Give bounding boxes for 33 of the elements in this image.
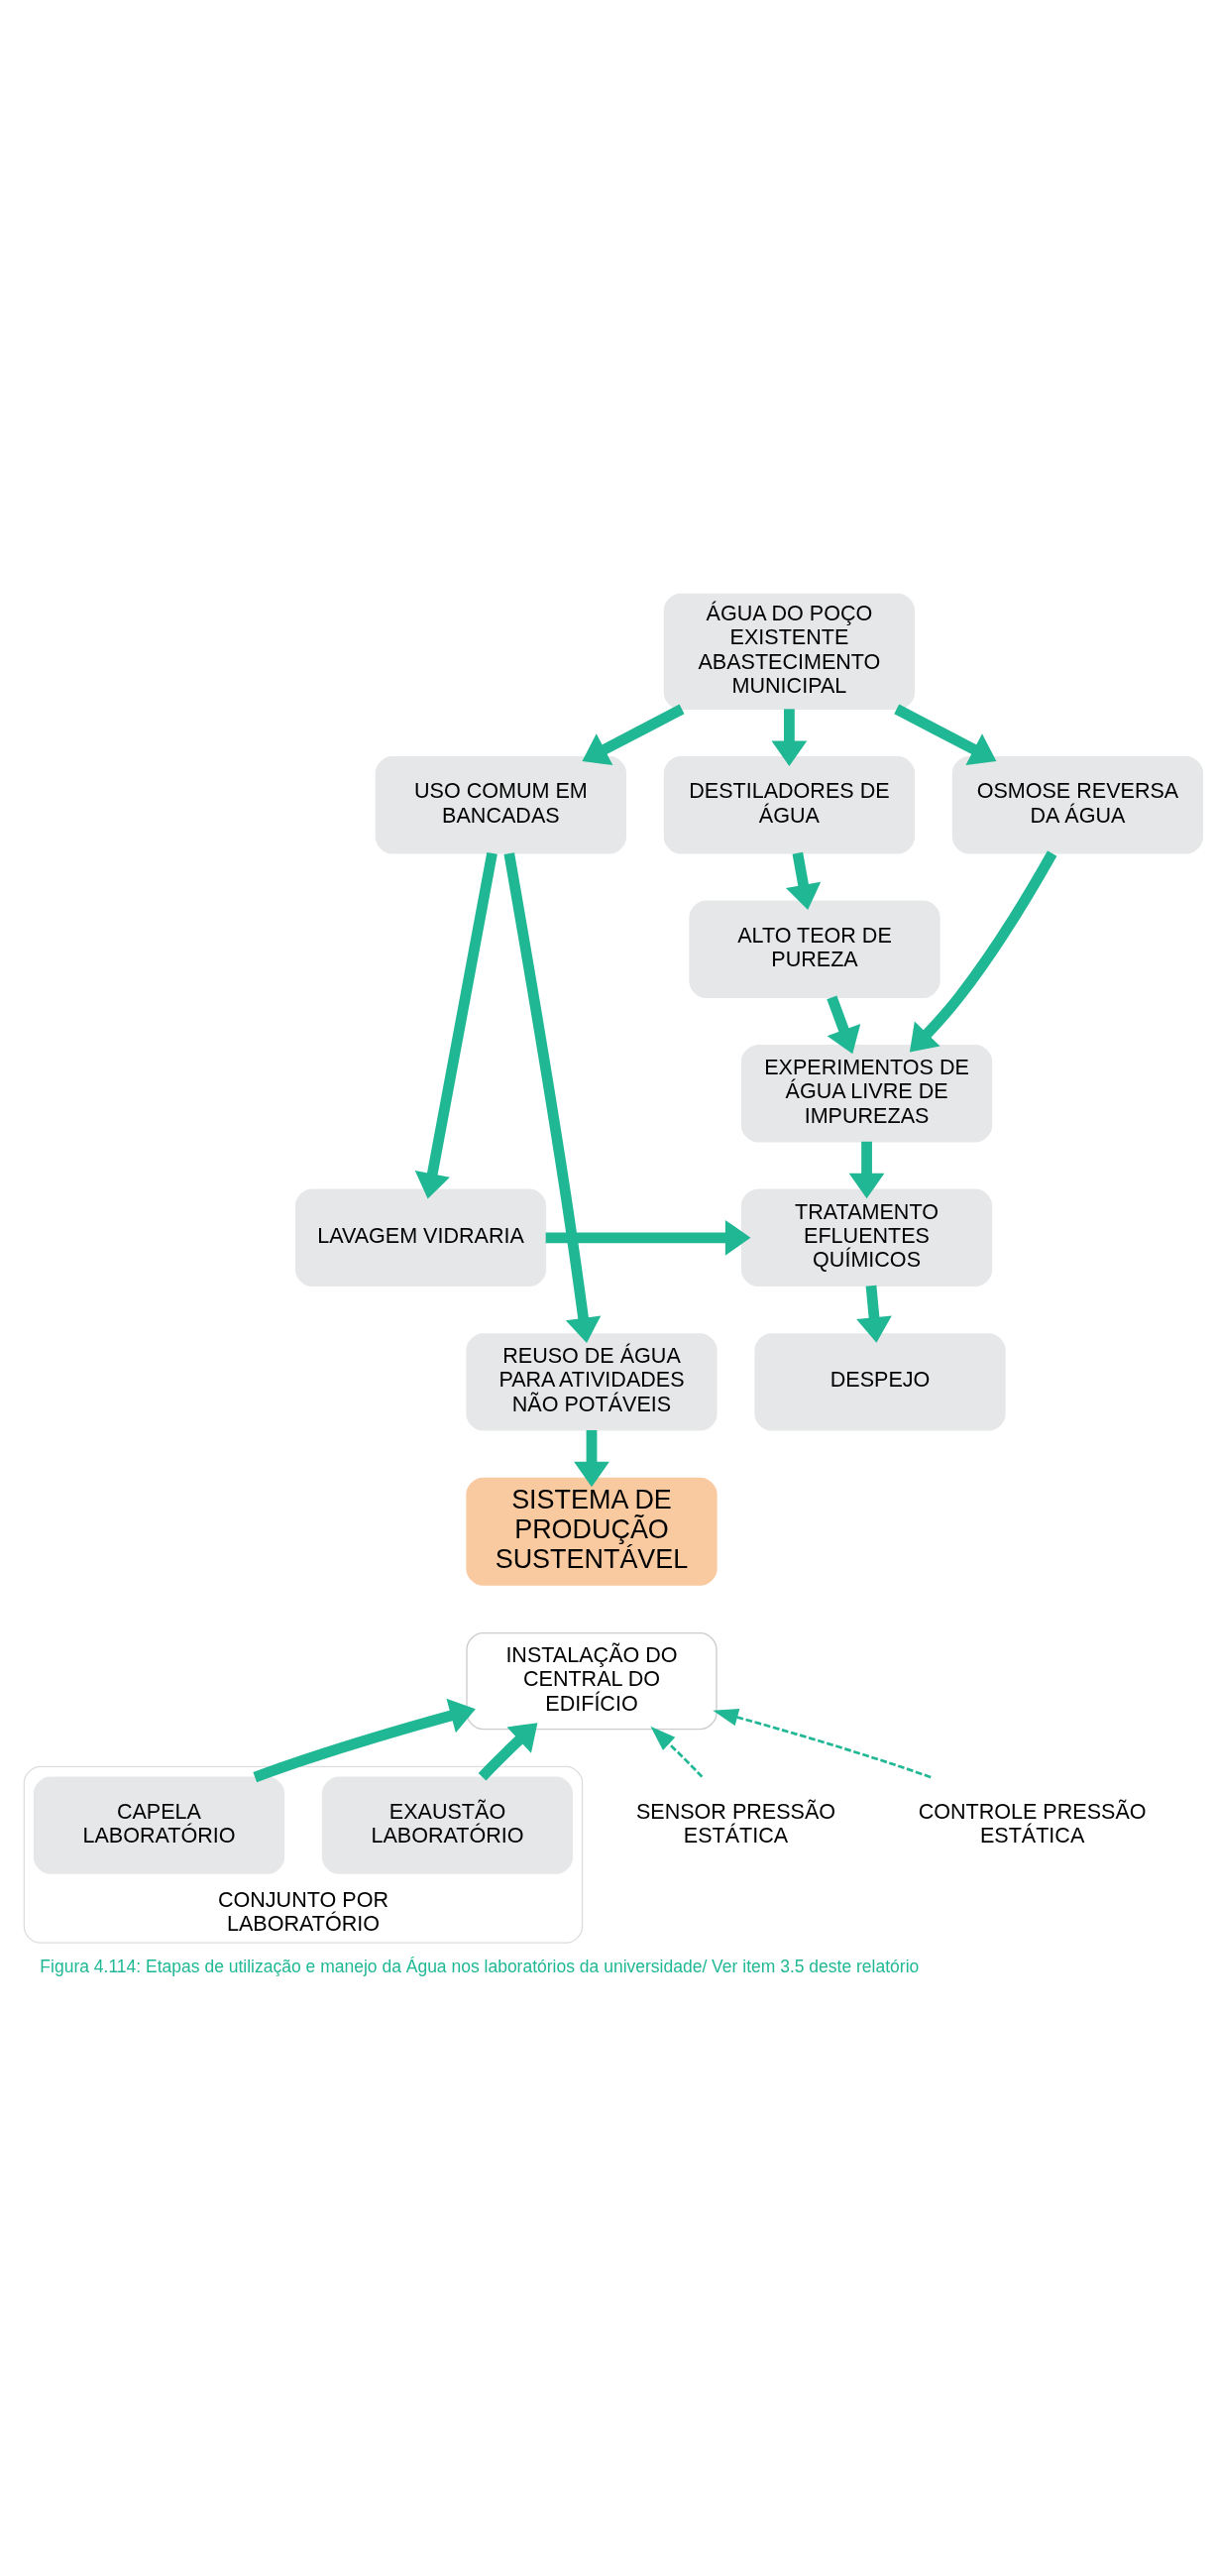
arrow bbox=[713, 1708, 932, 1778]
caption: Figura 4.114: Etapas de utilização e manejo da Água nos laboratórios da universidade/ Ver item 3.5 deste relatório bbox=[40, 1956, 920, 1976]
node-box: LAVAGEM VIDRARIA bbox=[294, 1188, 547, 1287]
node-text: CONTROLE PRESSÃO ESTÁTICA bbox=[918, 1798, 1147, 1848]
node-box: REUSO DE ÁGUA PARA ATIVIDADES NÃO POTÁVEIS bbox=[466, 1332, 718, 1430]
arrow bbox=[856, 1285, 892, 1343]
node-box: ALTO TEOR DE PUREZA bbox=[689, 900, 940, 998]
arrow bbox=[827, 994, 861, 1054]
arrow bbox=[574, 1429, 609, 1487]
node-box: DESTILADORES DE ÁGUA bbox=[663, 755, 916, 853]
arrow bbox=[253, 1698, 476, 1782]
node-box: SISTEMA DE PRODUÇÃO SUSTENTÁVEL bbox=[466, 1477, 718, 1586]
arrow bbox=[848, 1141, 885, 1198]
node-box: EXAUSTÃO LABORATÓRIO bbox=[321, 1775, 574, 1874]
node-box: ÁGUA DO POÇO EXISTENTE ABASTECIMENTO MUNICIPAL bbox=[663, 593, 916, 710]
arrow bbox=[771, 708, 808, 766]
arrow bbox=[545, 1219, 751, 1256]
arrow bbox=[909, 849, 1057, 1052]
node-box: EXPERIMENTOS DE ÁGUA LIVRE DE IMPUREZAS bbox=[740, 1044, 993, 1142]
node-text: SENSOR PRESSÃO ESTÁTICA bbox=[635, 1798, 836, 1848]
arrow bbox=[503, 851, 602, 1343]
node-box: OSMOSE REVERSA DA ÁGUA bbox=[951, 755, 1204, 853]
arrow bbox=[785, 851, 822, 910]
arrow bbox=[414, 851, 497, 1198]
arrow bbox=[894, 704, 997, 765]
node-box: DESPEJO bbox=[754, 1332, 1006, 1430]
arrow bbox=[650, 1726, 704, 1778]
node-box: USO COMUM EM BANCADAS bbox=[375, 755, 627, 853]
node-box: CAPELA LABORATÓRIO bbox=[33, 1775, 285, 1874]
arrow bbox=[582, 704, 685, 765]
arrow bbox=[478, 1722, 538, 1780]
node-box: INSTALAÇÃO DO CENTRAL DO EDIFÍCIO bbox=[466, 1631, 718, 1730]
node-box: TRATAMENTO EFLUENTES QUÍMICOS bbox=[740, 1188, 993, 1287]
